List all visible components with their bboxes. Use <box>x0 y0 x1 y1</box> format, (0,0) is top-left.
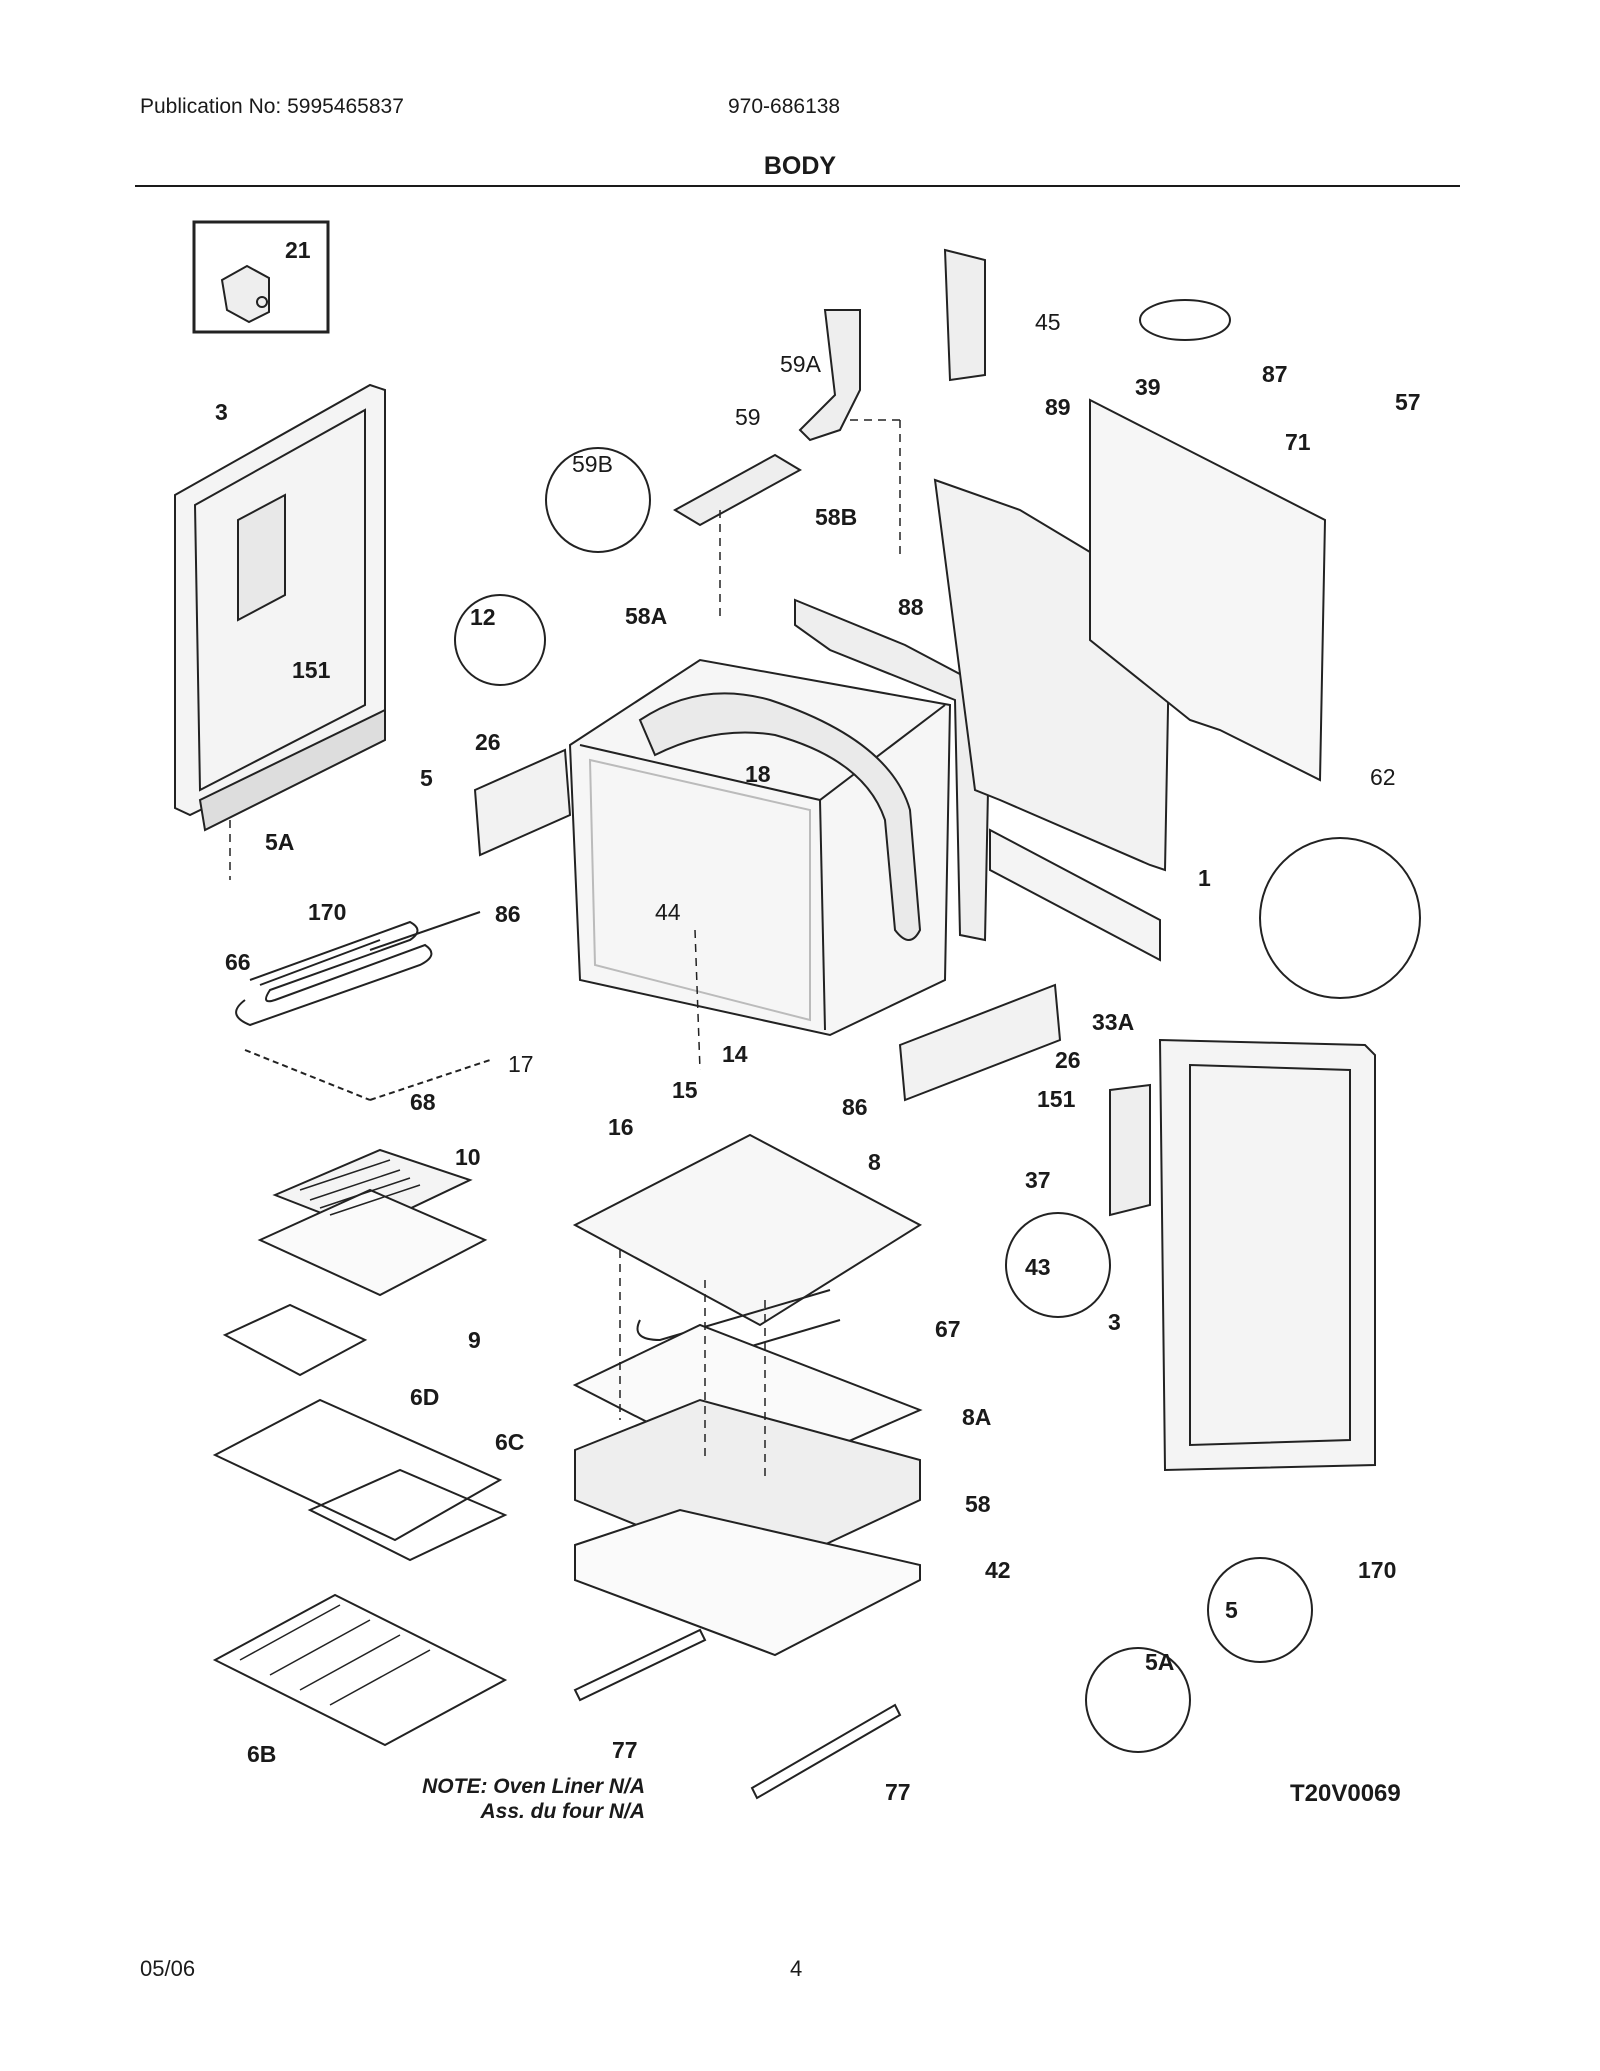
power-cord-39 <box>1139 299 1231 341</box>
oven-racks <box>212 1303 508 1747</box>
callout-10: 10 <box>455 1144 481 1170</box>
callout-18: 18 <box>745 761 771 787</box>
callout-8: 8 <box>868 1149 881 1175</box>
callout-86-left: 86 <box>495 901 521 927</box>
callout-58B: 58B <box>815 504 857 530</box>
element-66 <box>235 911 481 1027</box>
callout-12: 12 <box>470 604 496 630</box>
detail-12 <box>454 594 546 686</box>
duct-59 <box>672 453 803 527</box>
model-number: 970-686138 <box>728 95 841 118</box>
detail-5A <box>1085 1647 1191 1753</box>
callout-43: 43 <box>1025 1254 1051 1280</box>
callout-77-left: 77 <box>612 1737 638 1763</box>
note-line-2: Ass. du four N/A <box>480 1800 645 1823</box>
callout-39: 39 <box>1135 374 1161 400</box>
oven-bottom-8 <box>572 1133 923 1327</box>
callout-71: 71 <box>1285 429 1311 455</box>
door-right <box>1158 1038 1376 1472</box>
callout-86-right: 86 <box>842 1094 868 1120</box>
callout-62: 62 <box>1370 764 1396 790</box>
callout-58A: 58A <box>625 603 667 629</box>
vent-45 <box>943 248 986 382</box>
callout-14: 14 <box>722 1041 748 1067</box>
callout-26-right: 26 <box>1055 1047 1081 1073</box>
callout-17: 17 <box>508 1051 534 1077</box>
callout-6D: 6D <box>410 1384 439 1410</box>
diagram-code: T20V0069 <box>1290 1780 1401 1807</box>
callout-8A: 8A <box>962 1404 991 1430</box>
callout-9: 9 <box>468 1327 481 1353</box>
detail-5 <box>1207 1557 1313 1663</box>
detail-43 <box>1005 1212 1111 1318</box>
panel-42 <box>574 1508 921 1657</box>
side-rail-26-right <box>898 983 1062 1102</box>
page-number: 4 <box>790 1956 803 1981</box>
insulation-58A <box>638 692 922 941</box>
detail-62 <box>1259 837 1421 999</box>
callout-16: 16 <box>608 1114 634 1140</box>
callout-77-right: 77 <box>885 1779 911 1805</box>
callout-5A-right: 5A <box>1145 1649 1174 1675</box>
slide-77-left <box>573 1628 707 1702</box>
callout-59B: 59B <box>572 451 613 477</box>
page-title: BODY <box>763 152 837 180</box>
callout-44: 44 <box>655 899 681 925</box>
callout-6C: 6C <box>495 1429 524 1455</box>
callout-68: 68 <box>410 1089 436 1115</box>
note-oven-liner: NOTE: Oven Liner N/A Ass. du four N/A <box>405 1774 645 1824</box>
callout-33A: 33A <box>1092 1009 1134 1035</box>
side-rail-26-left <box>473 748 572 857</box>
callout-labels: 21 3 151 5 5A 170 66 68 12 26 86 58A 59B… <box>215 237 1421 1805</box>
callout-89: 89 <box>1045 394 1071 420</box>
callout-3-left: 3 <box>215 399 228 425</box>
callout-66: 66 <box>225 949 251 975</box>
detail-59B <box>545 447 651 553</box>
callout-21: 21 <box>285 237 311 263</box>
callout-45: 45 <box>1035 309 1061 335</box>
callout-87: 87 <box>1262 361 1288 387</box>
header-divider <box>135 185 1460 187</box>
front-rail-33A <box>989 828 1161 962</box>
callout-3-right: 3 <box>1108 1309 1121 1335</box>
callout-26-left: 26 <box>475 729 501 755</box>
callout-151-right: 151 <box>1037 1086 1076 1112</box>
callout-6B: 6B <box>247 1741 276 1767</box>
callout-170-right: 170 <box>1358 1557 1396 1583</box>
back-panel-71 <box>1089 398 1327 782</box>
duct-59A <box>798 309 861 442</box>
callout-151-left: 151 <box>292 657 331 683</box>
door-left <box>174 383 386 832</box>
callout-59A: 59A <box>780 351 822 377</box>
callout-37: 37 <box>1025 1167 1051 1193</box>
note-line-1: NOTE: Oven Liner N/A <box>422 1775 645 1798</box>
callout-59: 59 <box>735 404 761 430</box>
footer-date: 05/06 <box>140 1956 196 1981</box>
callout-1: 1 <box>1198 865 1211 891</box>
broiler-pan <box>257 1148 488 1297</box>
slide-77-right <box>750 1703 902 1800</box>
callout-15: 15 <box>672 1077 698 1103</box>
publication-number: Publication No: 5995465837 <box>140 95 404 118</box>
part-21-box <box>192 220 330 334</box>
callout-57: 57 <box>1395 389 1421 415</box>
bracket-151-right <box>1109 1083 1151 1217</box>
callout-5A-left: 5A <box>265 829 294 855</box>
callout-42: 42 <box>985 1557 1011 1583</box>
callout-88: 88 <box>898 594 924 620</box>
callout-170-left: 170 <box>308 899 346 925</box>
callout-58: 58 <box>965 1491 991 1517</box>
callout-67: 67 <box>935 1316 961 1342</box>
rack-68 <box>244 1049 491 1101</box>
callout-5-left: 5 <box>420 765 433 791</box>
callout-5-right: 5 <box>1225 1597 1238 1623</box>
insulation-58B <box>794 598 992 942</box>
